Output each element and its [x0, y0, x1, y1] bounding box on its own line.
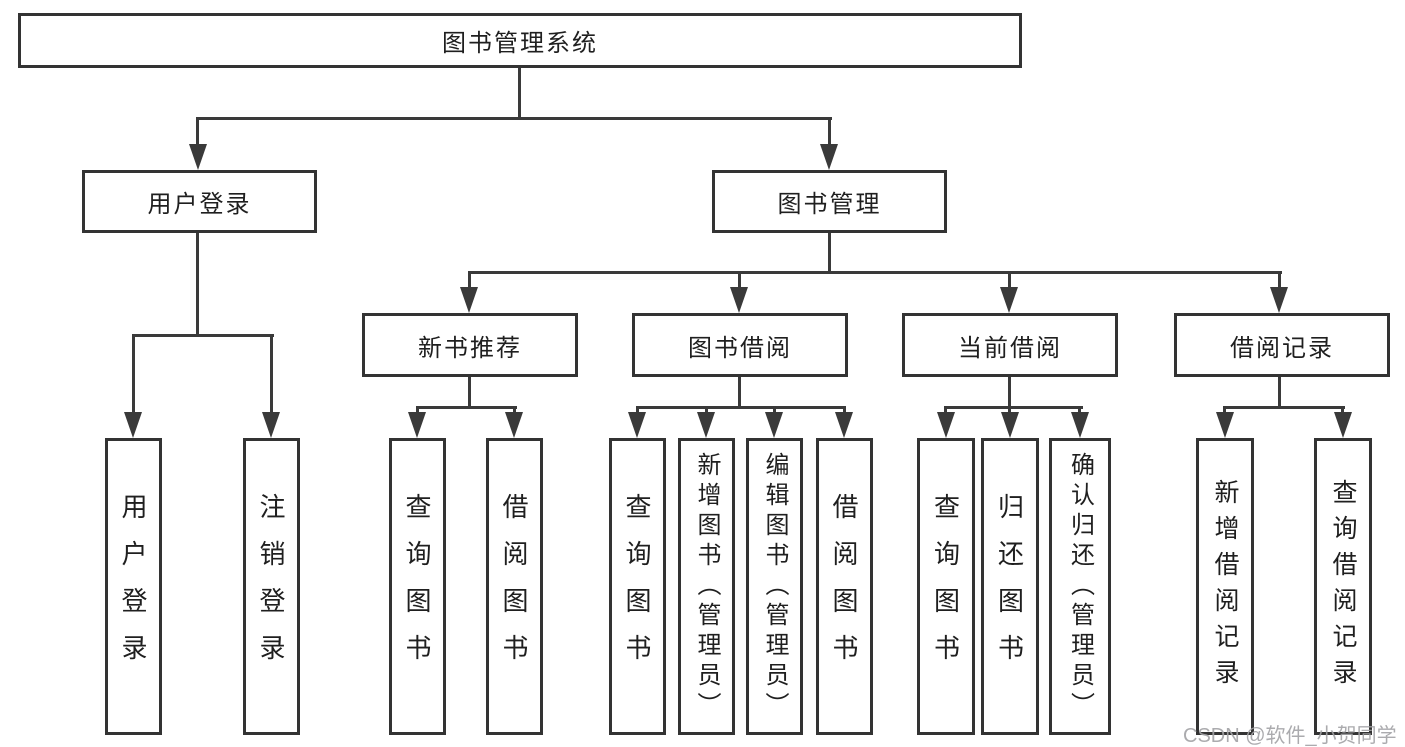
- watermark: CSDN @软件_小贺同学: [1183, 725, 1397, 747]
- leaf-bb-borrow-books: 借阅图书: [816, 438, 873, 735]
- connector-user-login-stem: [196, 233, 199, 336]
- leaf-br-query-record: 查询借阅记录: [1314, 438, 1372, 735]
- leaf-br-add-record: 新增借阅记录: [1196, 438, 1254, 735]
- leaf-user-login: 用户登录: [105, 438, 162, 735]
- arrow-down-icon: [765, 412, 783, 438]
- leaf-cb-confirm-return-admin: 确认归还（管理员）: [1049, 438, 1111, 735]
- connector-stem-cb-query: [944, 408, 947, 415]
- arrow-down-icon: [730, 287, 748, 313]
- node-new-book-rec: 新书推荐: [362, 313, 578, 377]
- connector-book-borrow-stem: [738, 377, 741, 408]
- arrow-down-icon: [1001, 412, 1019, 438]
- arrow-down-icon: [124, 412, 142, 438]
- connector-borrow-record-stem: [1278, 377, 1281, 408]
- connector-stem-user-login: [196, 119, 199, 147]
- node-book-mgmt: 图书管理: [712, 170, 947, 233]
- connector-stem-nb-query: [416, 408, 419, 415]
- leaf-bb-add-books-admin: 新增图书（管理员）: [678, 438, 735, 735]
- connector-stem-book-mgmt: [828, 119, 831, 147]
- arrow-down-icon: [1270, 287, 1288, 313]
- arrow-down-icon: [937, 412, 955, 438]
- connector-stem-nb-borrow: [513, 408, 516, 415]
- connector-level1-bus: [196, 117, 832, 120]
- node-root: 图书管理系统: [18, 13, 1022, 68]
- connector-level3-bus: [468, 271, 1282, 274]
- connector-stem-borrow-record: [1278, 273, 1281, 289]
- connector-stem-new-book-rec: [468, 273, 471, 289]
- arrow-down-icon: [1000, 287, 1018, 313]
- connector-stem-bb-borrow: [843, 408, 846, 415]
- arrow-down-icon: [262, 412, 280, 438]
- arrow-down-icon: [628, 412, 646, 438]
- connector-current-borrow-stem: [1008, 377, 1011, 408]
- leaf-cb-return-books: 归还图书: [981, 438, 1039, 735]
- connector-root-stem: [518, 68, 521, 120]
- connector-stem-cb-confirm: [1078, 408, 1081, 415]
- leaf-nb-borrow-books: 借阅图书: [486, 438, 543, 735]
- connector-book-mgmt-stem: [828, 233, 831, 273]
- leaf-cb-query-books: 查询图书: [917, 438, 975, 735]
- arrow-down-icon: [1071, 412, 1089, 438]
- arrow-down-icon: [1334, 412, 1352, 438]
- connector-book-borrow-bus: [636, 406, 846, 409]
- arrow-down-icon: [460, 287, 478, 313]
- node-current-borrow: 当前借阅: [902, 313, 1118, 377]
- connector-stem-current-borrow: [1008, 273, 1011, 289]
- connector-stem-br-add: [1223, 408, 1226, 415]
- arrow-down-icon: [835, 412, 853, 438]
- leaf-logout: 注销登录: [243, 438, 300, 735]
- arrow-down-icon: [189, 144, 207, 170]
- leaf-nb-query-books: 查询图书: [389, 438, 446, 735]
- connector-stem-cb-return: [1008, 408, 1011, 415]
- arrow-down-icon: [408, 412, 426, 438]
- connector-stem-br-query: [1341, 408, 1344, 415]
- node-borrow-record: 借阅记录: [1174, 313, 1390, 377]
- arrow-down-icon: [505, 412, 523, 438]
- connector-stem-bb-edit: [773, 408, 776, 415]
- connector-stem-bb-query: [636, 408, 639, 415]
- node-book-borrow: 图书借阅: [632, 313, 848, 377]
- connector-stem-bb-add: [705, 408, 708, 415]
- connector-stem-leaf-user-login: [132, 336, 135, 414]
- arrow-down-icon: [697, 412, 715, 438]
- connector-current-borrow-bus: [944, 406, 1083, 409]
- connector-stem-book-borrow: [738, 273, 741, 289]
- connector-new-book-rec-stem: [468, 377, 471, 408]
- leaf-bb-query-books: 查询图书: [609, 438, 666, 735]
- leaf-bb-edit-books-admin: 编辑图书（管理员）: [746, 438, 803, 735]
- connector-borrow-record-bus: [1223, 406, 1345, 409]
- connector-user-login-bus: [132, 334, 274, 337]
- connector-new-book-rec-bus: [416, 406, 517, 409]
- arrow-down-icon: [820, 144, 838, 170]
- connector-stem-leaf-logout: [270, 336, 273, 414]
- node-user-login: 用户登录: [82, 170, 317, 233]
- arrow-down-icon: [1216, 412, 1234, 438]
